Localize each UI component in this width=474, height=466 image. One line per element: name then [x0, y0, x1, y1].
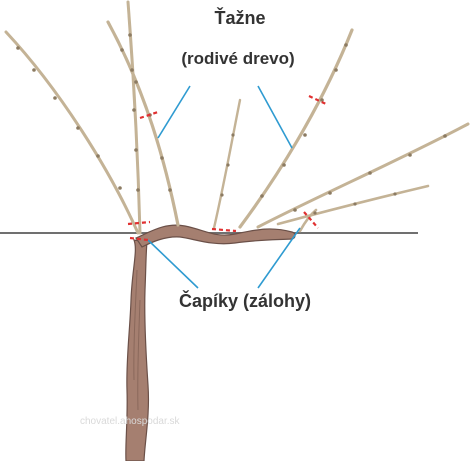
cane-far-left	[4, 30, 140, 235]
cut-mark-icon	[139, 110, 159, 120]
leader-tazne-left	[157, 85, 191, 139]
watermark-text: chovatel.ahospodar.sk	[80, 416, 180, 427]
canes-title: Ťažne	[214, 8, 266, 28]
cut-mark-icon	[127, 220, 151, 226]
cane-right-long	[256, 122, 470, 229]
cane-right-tall	[238, 28, 354, 229]
cut-mark-icon	[211, 227, 237, 233]
leader-capiky-left	[147, 239, 199, 289]
leader-capiky-right	[257, 227, 301, 289]
leader-lines	[147, 85, 301, 289]
leader-tazne-right	[257, 85, 293, 149]
cut-mark-icon	[308, 95, 327, 105]
cut-marks	[127, 95, 327, 242]
canes	[4, 0, 470, 235]
canes-subtitle: (rodivé drevo)	[181, 49, 295, 68]
cut-mark-icon	[129, 236, 149, 242]
trunk-texture	[133, 269, 141, 411]
cane-right-low	[276, 184, 430, 226]
cane-spur-short	[298, 208, 318, 233]
cane-tall-left	[126, 0, 142, 235]
cut-mark-icon	[303, 211, 319, 229]
spurs-label: Čapíky (zálohy)	[178, 291, 312, 311]
buds	[16, 33, 447, 215]
cane-center-thin	[212, 98, 242, 230]
cane-left-arc	[106, 20, 180, 227]
